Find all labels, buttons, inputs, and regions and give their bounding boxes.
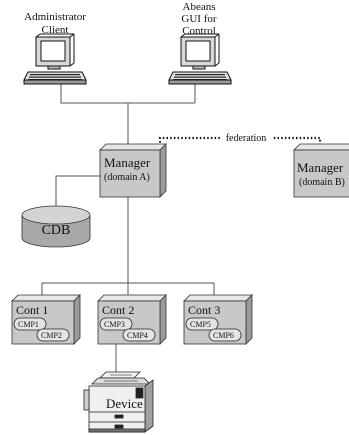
manager-a-side [159, 143, 167, 198]
component-oval [185, 317, 219, 331]
gui-client-label-line3: Control [182, 25, 216, 37]
component-label: CMP5 [190, 320, 211, 329]
container-side [245, 294, 253, 345]
computer-icon [168, 33, 232, 85]
container-top [97, 294, 167, 302]
container-side [73, 294, 81, 345]
manager-b-title: Manager [297, 160, 344, 175]
manager-a-title: Manager [104, 155, 151, 170]
manager-a-top [99, 143, 167, 151]
manager-domain-b: Manager (domain B) [293, 143, 349, 198]
federation-label: federation [226, 133, 267, 144]
gui-client-label-line1: Abeans [183, 1, 216, 13]
connector-lines [41, 84, 215, 374]
abeans-gui-client: Abeans GUI for Control [168, 1, 232, 85]
container-top [183, 294, 253, 302]
database-icon [21, 205, 91, 248]
admin-client-label-line1: Administrator [24, 11, 86, 23]
component-label: CMP1 [18, 320, 39, 329]
manager-domain-a: Manager (domain A) [99, 143, 167, 198]
component-oval [122, 328, 156, 342]
device: Device [83, 371, 154, 433]
cdb-label: CDB [42, 223, 71, 238]
container-side [159, 294, 167, 345]
gui-client-label-line2: GUI for [181, 13, 216, 25]
container-label: Cont 1 [16, 303, 48, 317]
federation-label-bg [220, 131, 272, 144]
component-oval [208, 328, 242, 342]
admin-client-label-line2: Client [42, 24, 69, 36]
manager-b-top [293, 143, 349, 151]
component-label: CMP2 [41, 331, 62, 340]
line-manager-to-cdb [55, 175, 100, 207]
component-oval [13, 317, 47, 331]
container-label: Cont 2 [102, 303, 134, 317]
cdb-database: CDB [21, 205, 91, 248]
component-oval [36, 328, 70, 342]
container-label: Cont 3 [188, 303, 220, 317]
administrator-client: Administrator Client [23, 11, 87, 85]
component-label: CMP4 [127, 331, 148, 340]
line-admin-client [60, 84, 195, 104]
component-label: CMP6 [213, 331, 234, 340]
manager-b-domain: (domain B) [299, 177, 345, 188]
keyboard-keys [28, 74, 82, 80]
manager-b-face [293, 149, 349, 198]
manager-a-domain: (domain A) [104, 172, 150, 183]
computer-icon [23, 33, 87, 85]
keyboard-keys [173, 74, 227, 80]
printer-device-icon [83, 371, 154, 433]
container-top [11, 294, 81, 302]
manager-a-face [99, 149, 161, 198]
component-label: CMP3 [104, 320, 125, 329]
device-label: Device [106, 396, 143, 411]
component-oval [99, 317, 133, 331]
